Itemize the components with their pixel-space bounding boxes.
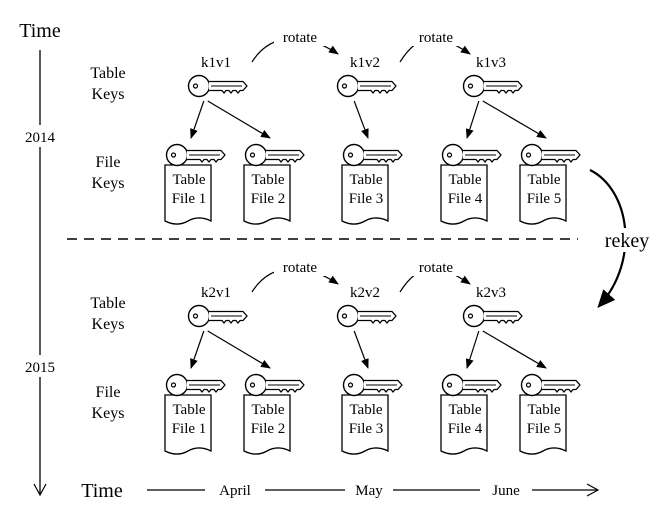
file-keys-label: Keys bbox=[92, 405, 125, 422]
table-key-label: k1v2 bbox=[350, 55, 380, 71]
file-label-line2: File 5 bbox=[527, 421, 562, 437]
key-icon bbox=[244, 143, 305, 167]
table-key-k2v1: k2v1 bbox=[187, 285, 248, 328]
derive-arrow bbox=[207, 100, 271, 139]
year-label-2015: 2015 bbox=[25, 360, 55, 376]
file-label-line1: Table bbox=[172, 402, 205, 418]
file-label-line1: Table bbox=[251, 172, 284, 188]
table-key-k1v2: k1v2 bbox=[336, 55, 397, 98]
rotate-label: rotate bbox=[419, 260, 453, 276]
table-key-label: k2v1 bbox=[201, 285, 231, 301]
table-key-label: k2v2 bbox=[350, 285, 380, 301]
file-label-line1: Table bbox=[448, 172, 481, 188]
file-label-line1: Table bbox=[251, 402, 284, 418]
key-icon bbox=[462, 304, 523, 328]
derive-arrow bbox=[353, 330, 369, 369]
key-icon bbox=[165, 373, 226, 397]
table-key-label: k2v3 bbox=[476, 285, 506, 301]
file-label-line2: File 3 bbox=[349, 421, 384, 437]
derive-arrow bbox=[190, 330, 205, 369]
derive-arrow bbox=[207, 330, 271, 369]
table-keys-label: Keys bbox=[92, 316, 125, 333]
derive-arrow bbox=[190, 100, 205, 139]
file-label-line2: File 2 bbox=[251, 421, 286, 437]
key-icon bbox=[187, 304, 248, 328]
vertical-time-axis: Time 2014 2015 bbox=[19, 20, 61, 497]
rotate-label: rotate bbox=[283, 260, 317, 276]
rekey-label: rekey bbox=[605, 230, 649, 252]
file-label-line1: Table bbox=[448, 402, 481, 418]
horizontal-time-axis: Time April May June bbox=[81, 478, 600, 502]
file-label-line2: File 2 bbox=[251, 191, 286, 207]
rekey-annotation: rekey bbox=[589, 169, 656, 308]
derive-arrow bbox=[465, 330, 480, 369]
table-key-label: k1v3 bbox=[476, 55, 506, 71]
file-label-line2: File 4 bbox=[448, 191, 483, 207]
key-icon bbox=[165, 143, 226, 167]
month-label-june: June bbox=[492, 483, 520, 499]
file-label-line2: File 1 bbox=[172, 191, 207, 207]
key-icon bbox=[342, 373, 403, 397]
table-key-label: k1v1 bbox=[201, 55, 231, 71]
key-icon bbox=[244, 373, 305, 397]
vertical-time-label: Time bbox=[19, 20, 61, 42]
table-keys-label: Table bbox=[90, 295, 125, 312]
file-keys-label: Keys bbox=[92, 175, 125, 192]
file-label-line2: File 1 bbox=[172, 421, 207, 437]
file-label-line1: Table bbox=[349, 402, 382, 418]
file-label-line2: File 5 bbox=[527, 191, 562, 207]
table-keys-label: Keys bbox=[92, 86, 125, 103]
derive-arrow bbox=[482, 100, 547, 139]
key-icon bbox=[441, 143, 502, 167]
rotate-label: rotate bbox=[283, 30, 317, 46]
key-icon bbox=[336, 74, 397, 98]
file-label-line2: File 3 bbox=[349, 191, 384, 207]
key-icon bbox=[187, 74, 248, 98]
file-label-line1: Table bbox=[527, 402, 560, 418]
file-label-line1: Table bbox=[527, 172, 560, 188]
year-label-2014: 2014 bbox=[25, 130, 56, 146]
table-key-k1v3: k1v3 bbox=[462, 55, 523, 98]
rotate-label: rotate bbox=[419, 30, 453, 46]
key-icon bbox=[520, 373, 581, 397]
key-icon bbox=[441, 373, 502, 397]
key-icon bbox=[462, 74, 523, 98]
table-key-k2v2: k2v2 bbox=[336, 285, 397, 328]
key-icon bbox=[520, 143, 581, 167]
file-label-line1: Table bbox=[349, 172, 382, 188]
table-key-k1v1: k1v1 bbox=[187, 55, 248, 98]
derive-arrow bbox=[353, 100, 369, 139]
file-label-line2: File 4 bbox=[448, 421, 483, 437]
month-label-may: May bbox=[355, 483, 383, 499]
derive-arrow bbox=[482, 330, 547, 369]
table-key-k2v3: k2v3 bbox=[462, 285, 523, 328]
table-keys-label: Table bbox=[90, 65, 125, 82]
key-icon bbox=[336, 304, 397, 328]
file-keys-label: File bbox=[96, 384, 121, 401]
file-keys-label: File bbox=[96, 154, 121, 171]
month-label-april: April bbox=[219, 483, 251, 499]
derive-arrow bbox=[465, 100, 480, 139]
file-label-line1: Table bbox=[172, 172, 205, 188]
key-icon bbox=[342, 143, 403, 167]
horizontal-time-label: Time bbox=[81, 480, 123, 502]
